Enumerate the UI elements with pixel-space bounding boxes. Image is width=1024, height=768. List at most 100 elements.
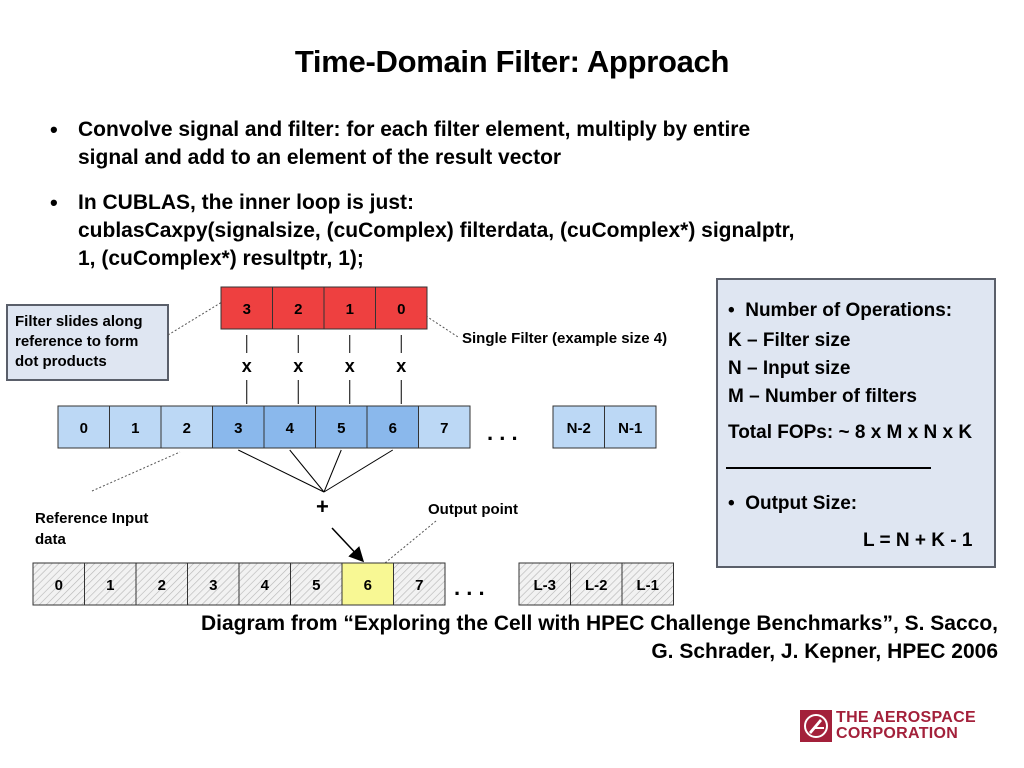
ops-n: N – Input size (728, 358, 851, 379)
ops-bullet-output: • Output Size: (728, 493, 858, 514)
bullet-line: Convolve signal and filter: for each fil… (78, 118, 751, 141)
output-cell (238, 562, 291, 606)
bullet-cublas: • In CUBLAS, the inner loop is just: cub… (50, 189, 978, 273)
bullet-line: 1, (cuComplex*) resultptr, 1); (78, 247, 364, 270)
input-cell-label: 3 (234, 420, 242, 437)
input-tail-cell-label: N-1 (618, 420, 642, 437)
input-cell (263, 405, 316, 449)
output-tail-cell (518, 562, 571, 606)
ops-m: M – Number of filters (728, 386, 917, 407)
ops-divider (726, 467, 931, 469)
output-tail-cell (570, 562, 623, 606)
input-cell-label: 7 (440, 420, 448, 437)
ops-output-text: Output Size: (745, 493, 858, 514)
input-cell (57, 405, 110, 449)
output-tail-cell-label: L-2 (585, 577, 608, 594)
citation: Diagram from “Exploring the Cell with HP… (201, 610, 998, 666)
logo-line: CORPORATION (836, 725, 959, 742)
input-cell (315, 405, 368, 449)
bullet-convolve: • Convolve signal and filter: for each f… (50, 116, 978, 172)
ops-operations-text: Number of Operations: (745, 300, 953, 321)
sum-line (323, 449, 342, 493)
input-tail-cell (604, 405, 657, 449)
bullet-line: In CUBLAS, the inner loop is just: (78, 191, 414, 214)
multiply-sign: x (345, 356, 355, 376)
sum-line (323, 449, 394, 493)
input-cell-label: 6 (389, 420, 397, 437)
callout-text-line: reference to form (15, 333, 138, 350)
output-cell-label: 2 (158, 577, 166, 594)
input-cell (418, 405, 471, 449)
output-tail-cell-label: L-3 (534, 577, 557, 594)
input-tail-cell (552, 405, 605, 449)
filter-cell (375, 286, 428, 330)
output-cell (187, 562, 240, 606)
filter-cell (323, 286, 376, 330)
aerospace-logo-icon (800, 710, 832, 742)
callout-leader (167, 301, 223, 336)
ops-k: K – Filter size (728, 330, 851, 351)
output-arrow (331, 527, 365, 563)
bullet-dot: • (50, 117, 58, 142)
single-filter-label: Single Filter (example size 4) (462, 330, 667, 347)
operations-box: • Number of Operations: K – Filter size … (716, 278, 996, 568)
ops-total: Total FOPs: ~ 8 x M x N x K (728, 422, 973, 443)
output-tail-cell (621, 562, 674, 606)
input-cell-label: 5 (337, 420, 345, 437)
input-cell-label: 2 (183, 420, 191, 437)
citation-line: Diagram from “Exploring the Cell with HP… (200, 612, 998, 635)
input-cell (366, 405, 419, 449)
bullet-line: cublasCaxpy(signalsize, (cuComplex) filt… (78, 219, 795, 242)
logo-line: THE AEROSPACE (836, 709, 976, 726)
filter-label-leader (425, 315, 459, 338)
input-row: 0 1 2 3 4 5 6 7 (57, 405, 471, 449)
sum-line (289, 449, 325, 493)
output-ellipsis: . . . (454, 575, 485, 600)
output-cell-label: 7 (415, 577, 423, 594)
input-tail-cell-label: N-2 (567, 420, 591, 437)
input-tail-row: N-2 N-1 (552, 405, 657, 449)
ops-formula: L = N + K - 1 (863, 530, 973, 551)
multiply-sign: x (396, 356, 406, 376)
output-cell (341, 562, 394, 606)
output-point-leader (384, 520, 437, 564)
output-cell-label: 5 (312, 577, 320, 594)
input-cell-label: 0 (80, 420, 88, 437)
output-cell-label: 6 (364, 577, 372, 594)
input-cell (109, 405, 162, 449)
reference-label-line: data (35, 531, 67, 548)
callout-box (6, 304, 169, 381)
bullet-line: signal and add to an element of the resu… (78, 146, 562, 169)
output-cell (32, 562, 85, 606)
filter-cell-label: 3 (243, 301, 251, 318)
input-ellipsis: . . . (487, 420, 518, 445)
slide-title: Time-Domain Filter: Approach (294, 44, 730, 79)
output-cell-label: 0 (55, 577, 63, 594)
sum-line (238, 449, 325, 493)
output-cell-label: 4 (261, 577, 270, 594)
aerospace-logo: THE AEROSPACE CORPORATION (800, 710, 985, 746)
input-cell-label: 1 (131, 420, 139, 437)
multiply-sign: x (293, 356, 303, 376)
reference-leader (91, 451, 181, 492)
output-tail-cell-label: L-1 (637, 577, 660, 594)
output-point-label: Output point (428, 501, 518, 518)
ops-bullet-operations: • Number of Operations: (728, 300, 953, 321)
bullet-dot: • (50, 190, 58, 215)
aerospace-logo-text: THE AEROSPACE CORPORATION (836, 710, 976, 742)
filter-cell-label: 2 (294, 301, 302, 318)
input-cell-label: 4 (286, 420, 295, 437)
output-cell-label: 1 (106, 577, 114, 594)
plus-sign: + (316, 494, 329, 519)
callout-text-line: Filter slides along (15, 313, 143, 330)
output-tail-row: L-3 L-2 L-1 (518, 562, 674, 606)
citation-line: G. Schrader, J. Kepner, HPEC 2006 (651, 640, 998, 663)
reference-label-line: Reference Input (35, 510, 148, 527)
output-cell (393, 562, 446, 606)
filter-cell-label: 1 (346, 301, 354, 318)
output-cell (135, 562, 188, 606)
output-cell (84, 562, 137, 606)
